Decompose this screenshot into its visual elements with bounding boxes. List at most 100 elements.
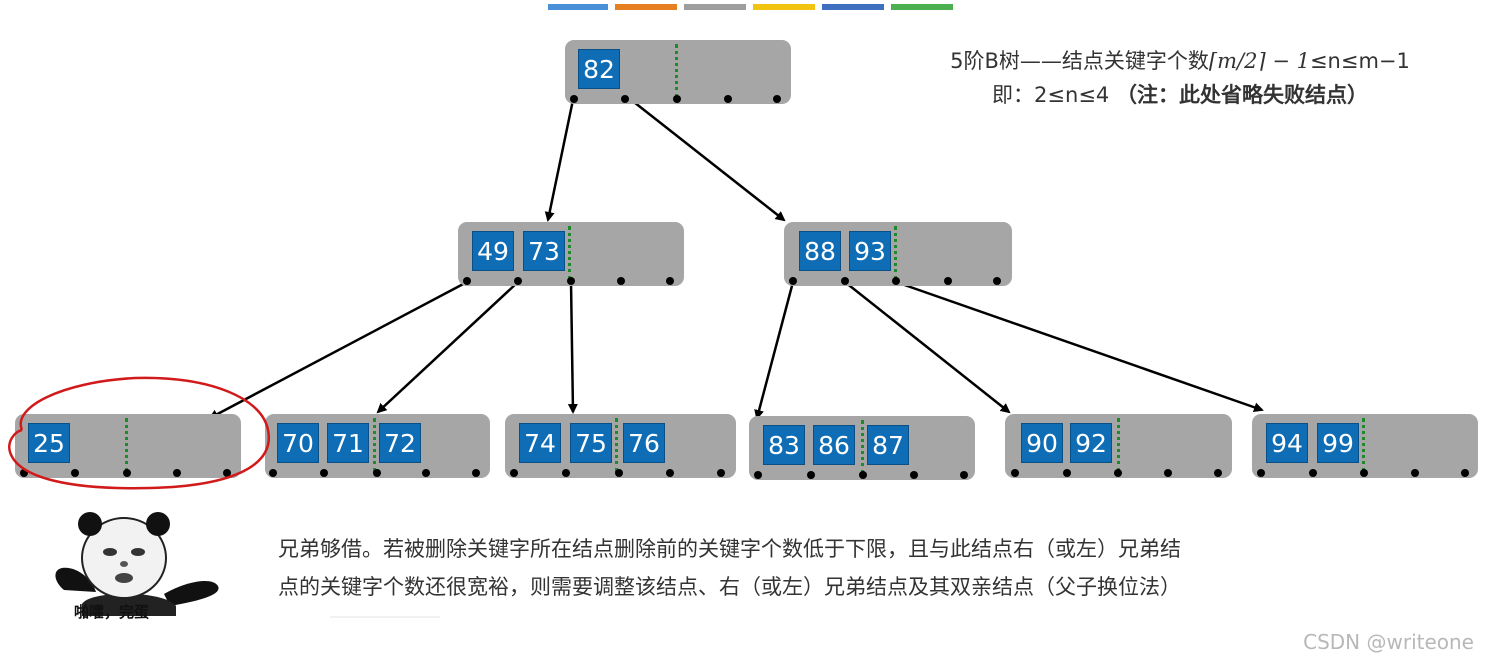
- pointer-dot: [807, 471, 815, 479]
- color-bar-1: [548, 4, 608, 10]
- leaf-node: 94 99: [1252, 414, 1478, 478]
- pointer-dot: [123, 469, 131, 477]
- key-box: 88: [799, 231, 841, 271]
- edge-82-to-49-73: [544, 94, 576, 222]
- b-tree-rule: 5阶B树——结点关键字个数⌈m/2⌉ − 1≤n≤m−1 即：2≤n≤4 （注：…: [900, 44, 1460, 112]
- pointer-dot: [960, 471, 968, 479]
- rule-math: ⌈m/2⌉ − 1: [1208, 49, 1310, 73]
- edge-88-93-to-83-87: [754, 281, 795, 420]
- pointer-dot: [1360, 469, 1368, 477]
- pointer-dot: [944, 277, 952, 285]
- description-text: 兄弟够借。若被删除关键字所在结点删除前的关键字个数低于下限，且与此结点右（或左）…: [278, 530, 1428, 606]
- key-box: 93: [849, 231, 891, 271]
- separator: [675, 44, 678, 98]
- pointer-dot: [615, 469, 623, 477]
- key-box: 25: [28, 423, 70, 463]
- key-box: 76: [623, 423, 665, 463]
- pointer-dot: [223, 469, 231, 477]
- separator: [568, 226, 571, 280]
- key-box: 71: [327, 423, 369, 463]
- pointer-dot: [666, 277, 674, 285]
- leaf-node: 25: [15, 414, 241, 478]
- key-box: 74: [519, 423, 561, 463]
- edge-49-73-to-74-76: [567, 281, 578, 414]
- color-bar-5: [822, 4, 884, 10]
- pointer-dot: [666, 469, 674, 477]
- rule-range: 即：2≤n≤4: [992, 83, 1116, 107]
- key-box: 73: [523, 231, 565, 271]
- separator: [615, 418, 618, 472]
- edge-88-93-to-94-99: [895, 280, 1264, 413]
- root-node: 82: [565, 40, 791, 104]
- pointer-dot: [510, 469, 518, 477]
- key-box: 90: [1021, 423, 1063, 463]
- pointer-dot: [562, 469, 570, 477]
- key-box: 49: [472, 231, 514, 271]
- separator: [1362, 418, 1365, 472]
- leaf-node: 83 86 87: [749, 416, 975, 480]
- pointer-dot: [789, 277, 797, 285]
- pointer-dot: [1309, 469, 1317, 477]
- key-box: 86: [813, 425, 855, 465]
- pointer-dot: [269, 469, 277, 477]
- internal-node: 88 93: [784, 222, 1012, 286]
- pointer-dot: [373, 469, 381, 477]
- separator: [373, 418, 376, 472]
- pointer-dot: [71, 469, 79, 477]
- watermark: CSDN @writeone: [1303, 630, 1474, 654]
- pointer-dot: [514, 277, 522, 285]
- rule-prefix: 5阶B树——结点关键字个数: [950, 49, 1209, 73]
- pointer-dot: [1114, 469, 1122, 477]
- pointer-dot: [422, 469, 430, 477]
- color-bar-4: [753, 4, 815, 10]
- pointer-dot: [570, 95, 578, 103]
- highlight-circle: [8, 376, 271, 490]
- edge-82-to-88-93: [624, 94, 786, 222]
- pointer-dot: [1063, 469, 1071, 477]
- key-box: 99: [1317, 423, 1359, 463]
- pointer-dot: [621, 95, 629, 103]
- key-box: 92: [1070, 423, 1112, 463]
- separator: [1117, 418, 1120, 472]
- pointer-dot: [910, 471, 918, 479]
- pointer-dot: [567, 277, 575, 285]
- pointer-dot: [892, 277, 900, 285]
- edge-88-93-to-90-92: [844, 281, 1011, 414]
- pointer-dot: [1411, 469, 1419, 477]
- edge-49-73-to-25: [208, 280, 468, 420]
- separator: [125, 418, 128, 472]
- pointer-dot: [1011, 469, 1019, 477]
- rule-line-2: 即：2≤n≤4 （注：此处省略失败结点）: [900, 78, 1460, 112]
- description-line-2: 点的关键字个数还很宽裕，则需要调整该结点、右（或左）兄弟结点及其双亲结点（父子换…: [278, 575, 1181, 599]
- key-box: 82: [578, 49, 620, 89]
- pointer-dot: [20, 469, 28, 477]
- rule-note: （注：此处省略失败结点）: [1115, 83, 1368, 107]
- pointer-dot: [841, 277, 849, 285]
- rule-line-1: 5阶B树——结点关键字个数⌈m/2⌉ − 1≤n≤m−1: [900, 44, 1460, 78]
- pointer-dot: [993, 277, 1001, 285]
- leaf-node: 70 71 72: [265, 414, 490, 478]
- separator: [861, 420, 864, 474]
- color-bar-6: [891, 4, 953, 10]
- key-box: 83: [763, 425, 805, 465]
- pointer-dot: [463, 277, 471, 285]
- pointer-dot: [754, 471, 762, 479]
- separator: [894, 226, 897, 280]
- key-box: 72: [379, 423, 421, 463]
- pointer-dot: [173, 469, 181, 477]
- pointer-dot: [717, 469, 725, 477]
- pointer-dot: [320, 469, 328, 477]
- pointer-dot: [472, 469, 480, 477]
- leaf-node: 74 75 76: [505, 414, 736, 478]
- rule-suffix: ≤n≤m−1: [1309, 49, 1410, 73]
- pointer-dot: [1461, 469, 1469, 477]
- pointer-dot: [617, 277, 625, 285]
- pointer-dot: [673, 95, 681, 103]
- key-box: 87: [867, 425, 909, 465]
- key-box: 70: [277, 423, 319, 463]
- pointer-dot: [773, 95, 781, 103]
- leaf-node: 90 92: [1005, 414, 1232, 478]
- pointer-dot: [1164, 469, 1172, 477]
